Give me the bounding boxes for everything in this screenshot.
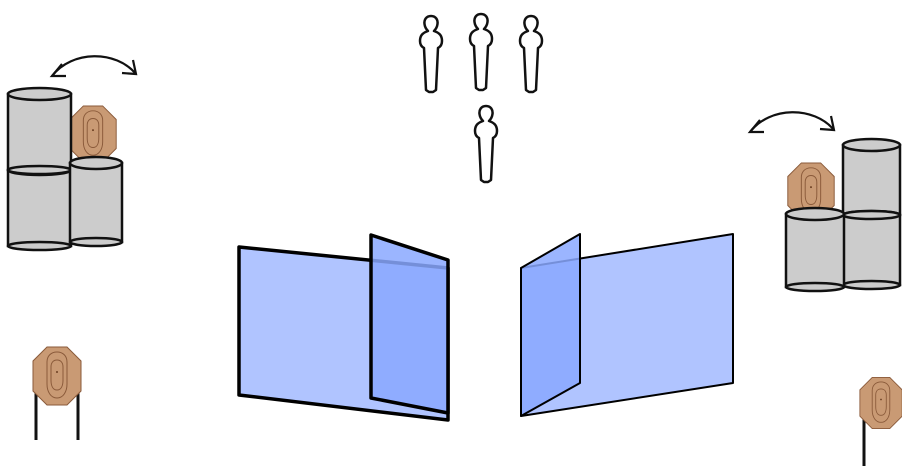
barrel-icon	[6, 86, 73, 176]
target-stand-right	[859, 376, 902, 466]
wall-panel	[369, 233, 450, 415]
target-stand-left	[32, 346, 82, 440]
barrel-icon	[841, 137, 902, 221]
target-icon	[32, 346, 82, 406]
wall-panel	[520, 233, 581, 417]
shooter-icon	[473, 104, 499, 184]
barrel-icon	[68, 155, 124, 248]
left-wall-group	[237, 233, 450, 422]
right-barrel-stack	[747, 111, 902, 293]
shooters-group	[418, 12, 544, 184]
shooter-icon	[418, 14, 444, 94]
right-wall-group	[520, 233, 734, 417]
barrel-icon	[784, 206, 846, 293]
target-icon	[69, 105, 117, 163]
shooter-icon	[468, 12, 494, 92]
barrel-icon	[841, 209, 902, 291]
barrel-icon	[6, 163, 73, 252]
shooter-icon	[518, 14, 544, 94]
left-barrel-stack	[6, 55, 138, 252]
target-icon	[859, 376, 902, 430]
